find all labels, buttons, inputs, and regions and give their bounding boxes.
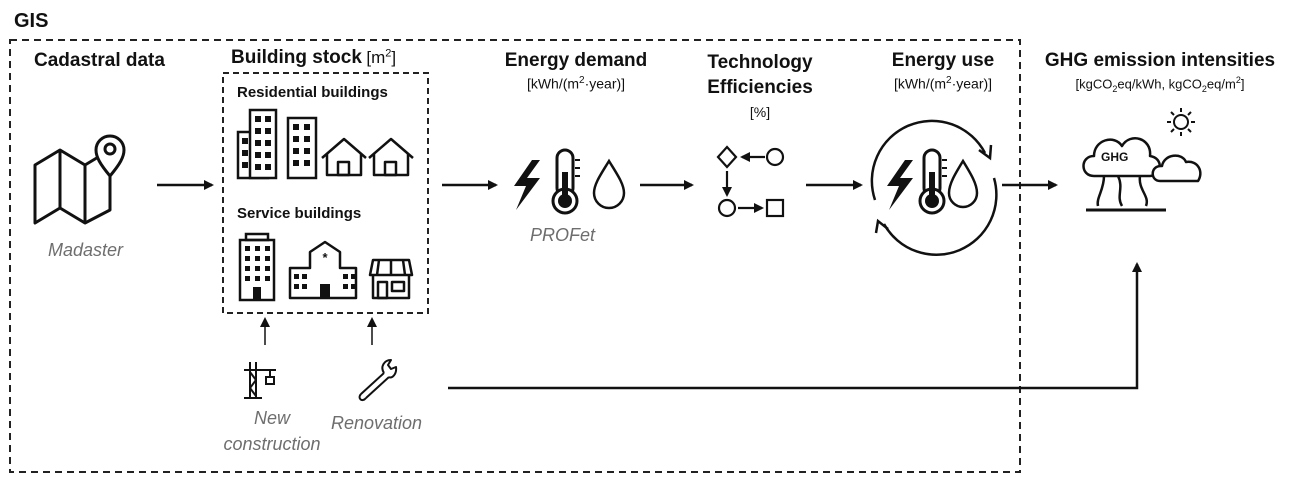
cycle-arrows-icon <box>870 119 998 256</box>
renovation-label: Renovation <box>331 413 423 433</box>
energy-demand-unit: [kWh/(m2·year)] <box>492 75 660 92</box>
unit-sup: 2 <box>1235 75 1241 85</box>
unit-sup: 2 <box>946 75 952 86</box>
unit-sup: 2 <box>579 75 585 86</box>
gis-label: GIS <box>14 10 49 32</box>
unit-sub2: 2 <box>1201 83 1207 94</box>
energy-use-unit: [kWh/(m2·year)] <box>864 75 1022 92</box>
hospital-icon: * <box>288 240 358 300</box>
thermometer-icon-2 <box>918 148 947 215</box>
map-icon <box>33 134 126 225</box>
unit-post: ·year)] <box>584 75 626 92</box>
lightning-icon-2 <box>887 160 913 210</box>
profet-label: PROFet <box>530 225 596 245</box>
new-construction-label: New construction <box>222 405 322 457</box>
small-cloud-icon <box>1151 154 1202 183</box>
thermometer-icon <box>551 148 580 215</box>
ghg-title: GHG emission intensities <box>1044 50 1276 71</box>
building-stock-header: Building stock [m2] <box>231 47 396 69</box>
unit-post: ·year)] <box>951 75 993 92</box>
tech-title: Technology Efficiencies <box>690 50 830 100</box>
ghg-cloud-icon <box>1082 137 1166 212</box>
flow-process-icon <box>716 145 785 218</box>
unit-post: ] <box>391 48 397 67</box>
sun-icon <box>1167 108 1195 136</box>
building-stock-title: Building stock <box>231 47 362 68</box>
shop-icon <box>368 258 414 300</box>
water-drop-icon-2 <box>947 158 979 209</box>
building-stock-frame <box>222 72 429 314</box>
tech-unit: [%] <box>749 104 771 120</box>
building-stock-unit: [m2] <box>366 47 397 67</box>
unit-d: ] <box>1240 76 1245 92</box>
unit-sub1: 2 <box>1112 83 1118 94</box>
tech-title-line2: Efficiencies <box>707 77 813 98</box>
crane-icon <box>244 362 276 399</box>
unit-b: eq/kWh, kgCO <box>1117 76 1202 92</box>
house-icon <box>321 137 367 177</box>
madaster-label: Madaster <box>48 240 124 260</box>
energy-demand-title: Energy demand <box>504 50 648 71</box>
wrench-icon <box>358 359 398 402</box>
lightning-icon <box>514 160 540 210</box>
new-construction-line2: construction <box>223 434 321 454</box>
new-construction-line1: New <box>253 408 290 428</box>
unit-pre: [kWh/(m <box>893 75 947 92</box>
house-icon-2 <box>368 137 414 177</box>
ghg-unit: [kgCO2eq/kWh, kgCO2eq/m2] <box>1037 75 1283 94</box>
tech-title-line1: Technology <box>707 52 813 73</box>
apartment-buildings-icon <box>236 108 318 180</box>
office-tower-icon <box>238 232 276 302</box>
gis-frame <box>9 39 1021 473</box>
unit-c: eq/m <box>1206 76 1236 92</box>
svg-text:*: * <box>322 250 328 265</box>
energy-use-title: Energy use <box>891 50 995 71</box>
ghg-icon-label: GHG <box>1101 150 1129 164</box>
arrow-renovation-to-ghg <box>448 262 1142 390</box>
service-label: Service buildings <box>237 205 362 222</box>
unit-a: [kgCO <box>1075 76 1113 92</box>
unit-pre: [m <box>366 48 386 67</box>
water-drop-icon <box>592 158 626 210</box>
unit-sup: 2 <box>385 47 392 60</box>
unit-pre: [kWh/(m <box>526 75 580 92</box>
residential-label: Residential buildings <box>237 84 388 101</box>
cadastral-title: Cadastral data <box>34 50 165 71</box>
